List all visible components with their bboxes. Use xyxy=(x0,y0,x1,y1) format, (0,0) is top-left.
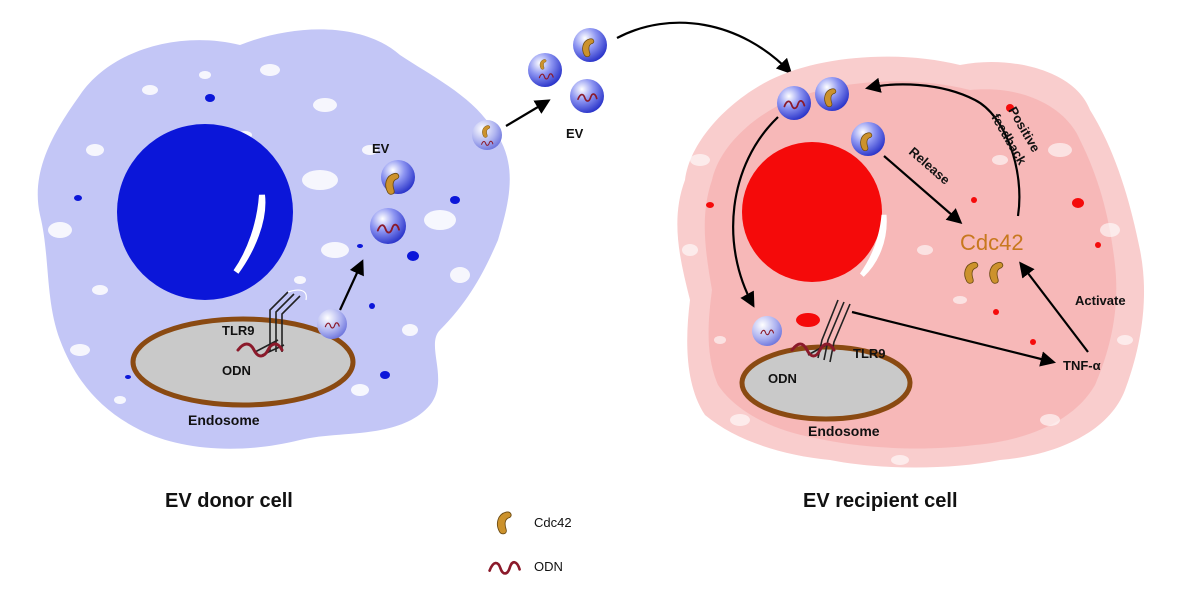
recipient-tlr9-label: TLR9 xyxy=(853,346,886,361)
legend-cdc42-icon xyxy=(496,511,512,535)
donor-release-arrow xyxy=(339,259,364,311)
transit-ev-label: EV xyxy=(566,126,584,141)
recipient-endosome-label: Endosome xyxy=(808,423,880,439)
legend: Cdc42 ODN xyxy=(488,511,572,575)
exit-arrow xyxy=(505,99,551,127)
donor-nucleus xyxy=(117,124,293,300)
donor-cell-title: EV donor cell xyxy=(165,490,293,512)
donor-tlr9-label: TLR9 xyxy=(222,323,255,338)
recipient-cytoplasm-spots xyxy=(682,143,1133,465)
recipient-ev-odn xyxy=(777,86,811,120)
donor-nucleus-highlight xyxy=(233,194,266,274)
recipient-odn-strand xyxy=(790,342,836,358)
transit-area: EV xyxy=(472,21,793,150)
donor-endosome xyxy=(130,316,356,408)
transit-ev-odn xyxy=(570,79,604,113)
recipient-nucleus xyxy=(742,142,882,282)
recipient-endosome-spot xyxy=(796,313,820,327)
donor-cytoplasm-spots xyxy=(48,64,470,404)
release-arrow xyxy=(883,155,963,225)
recipient-dark-spots xyxy=(706,104,1101,345)
recipient-cdc42-label: Cdc42 xyxy=(960,230,1024,255)
activate-arrow xyxy=(1019,261,1089,353)
recipient-cell: TLR9 ODN Endosome Release Positive feedb… xyxy=(677,56,1145,468)
tnf-alpha-label: TNF-α xyxy=(1063,358,1101,373)
transfer-arrow xyxy=(616,21,793,75)
donor-ev-label: EV xyxy=(372,141,390,156)
activate-label: Activate xyxy=(1075,293,1126,308)
recipient-nucleus-highlight xyxy=(859,214,887,277)
legend-cdc42-label: Cdc42 xyxy=(534,515,572,530)
donor-dark-spots xyxy=(74,94,460,379)
legend-odn-icon xyxy=(488,560,521,575)
donor-odn-strand xyxy=(236,342,284,358)
donor-budding-vesicle xyxy=(317,309,347,339)
recipient-odn-label: ODN xyxy=(768,371,797,386)
recipient-cell-title: EV recipient cell xyxy=(803,490,958,512)
positive-feedback-arrow xyxy=(864,77,1021,217)
uptake-arrow xyxy=(732,116,779,308)
donor-odn-label: ODN xyxy=(222,363,251,378)
legend-odn-label: ODN xyxy=(534,559,563,574)
tlr9-to-tnf-arrow xyxy=(851,310,1056,367)
donor-endosome-label: Endosome xyxy=(188,412,260,428)
donor-ev-odn xyxy=(370,208,406,244)
donor-cell: TLR9 ODN Endosome EV xyxy=(37,29,510,449)
recipient-fused-vesicle xyxy=(752,316,782,346)
transit-ev-odn-left xyxy=(528,53,562,87)
